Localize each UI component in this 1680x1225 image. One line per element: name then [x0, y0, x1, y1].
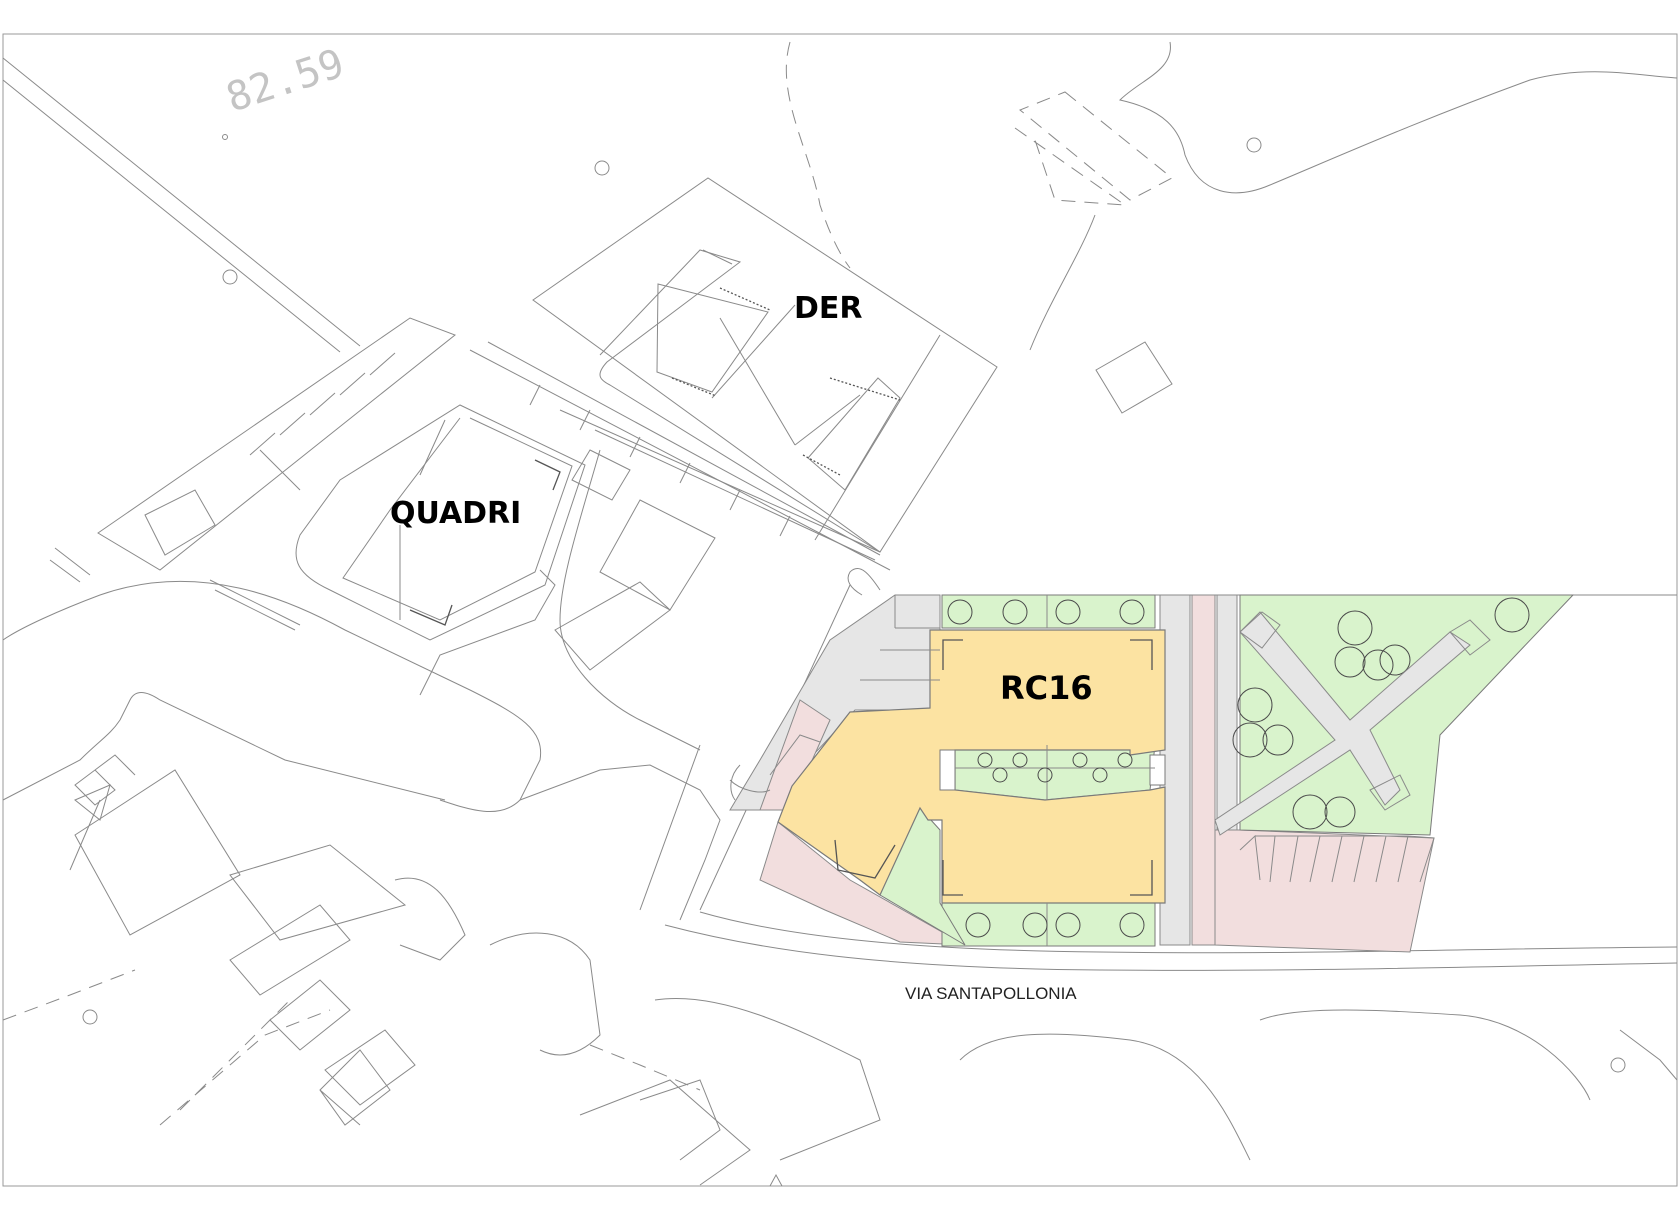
road-edge-centre-2: [559, 449, 701, 751]
dashed-path-north-2: [1019, 91, 1173, 201]
survey-circle-2: [222, 269, 238, 285]
quadri-label: QUADRI: [390, 496, 521, 531]
pink-area-west: [759, 821, 966, 946]
elevation-label: 82.59: [221, 41, 350, 122]
rc16-stair-brackets: [834, 639, 1153, 896]
street-label: VIA SANTAPOLLONIA: [905, 984, 1077, 1003]
small-square-ne: [1095, 341, 1173, 414]
curve-line-ne: [1029, 214, 1096, 351]
north-arrow-marker: [769, 1173, 783, 1187]
shed-1: [144, 489, 216, 556]
green-area-north: [941, 594, 1156, 629]
site-entrance-curve-2: [729, 764, 771, 801]
pink-area-strip: [759, 699, 831, 811]
street-edge-south: [664, 924, 1678, 971]
der-building: [532, 177, 998, 561]
hill-outline: [1119, 41, 1678, 194]
shed-2: [599, 499, 716, 611]
dashed-line-sw: [2, 969, 291, 1111]
rc16-label: RC16: [1000, 669, 1093, 707]
trees: [947, 597, 1530, 938]
parking-stalls-west: [769, 595, 940, 776]
der-label: DER: [794, 291, 863, 326]
parking-row-north: [469, 341, 891, 571]
rc16-building: [777, 629, 1166, 904]
survey-circle-4: [1610, 1057, 1626, 1073]
road-edge-west: [2, 580, 542, 813]
southern-buildings: [69, 754, 1678, 1186]
cross-path-ends: [1239, 611, 1491, 811]
green-area-south: [941, 902, 1156, 947]
quadri-building: [49, 317, 586, 696]
pink-area-corridor: [1191, 594, 1216, 946]
survey-point: [222, 134, 228, 140]
survey-circle-3: [82, 1009, 98, 1025]
cross-path-east: [1214, 611, 1471, 836]
street-edge-north: [699, 911, 1678, 954]
rc16-inner-courtyard-gap: [939, 749, 1166, 791]
dashed-path-north: [785, 41, 851, 269]
road-edge-west-2: [2, 692, 446, 801]
shed-3: [554, 581, 671, 671]
green-area-east: [1239, 594, 1575, 836]
dashed-path-north-3: [1014, 127, 1127, 206]
boundary-line-northwest: [2, 57, 361, 353]
site-entrance-curve: [847, 567, 881, 596]
pink-area-east: [1214, 829, 1435, 953]
dashed-line-s: [159, 1009, 701, 1126]
survey-circle-1: [594, 160, 610, 176]
parking-stalls-east: [1239, 834, 1435, 883]
sheet-frame: [2, 33, 1678, 1187]
road-edge-centre: [519, 764, 721, 921]
shed-4: [571, 449, 631, 501]
tree-marker-ne: [1246, 137, 1262, 153]
